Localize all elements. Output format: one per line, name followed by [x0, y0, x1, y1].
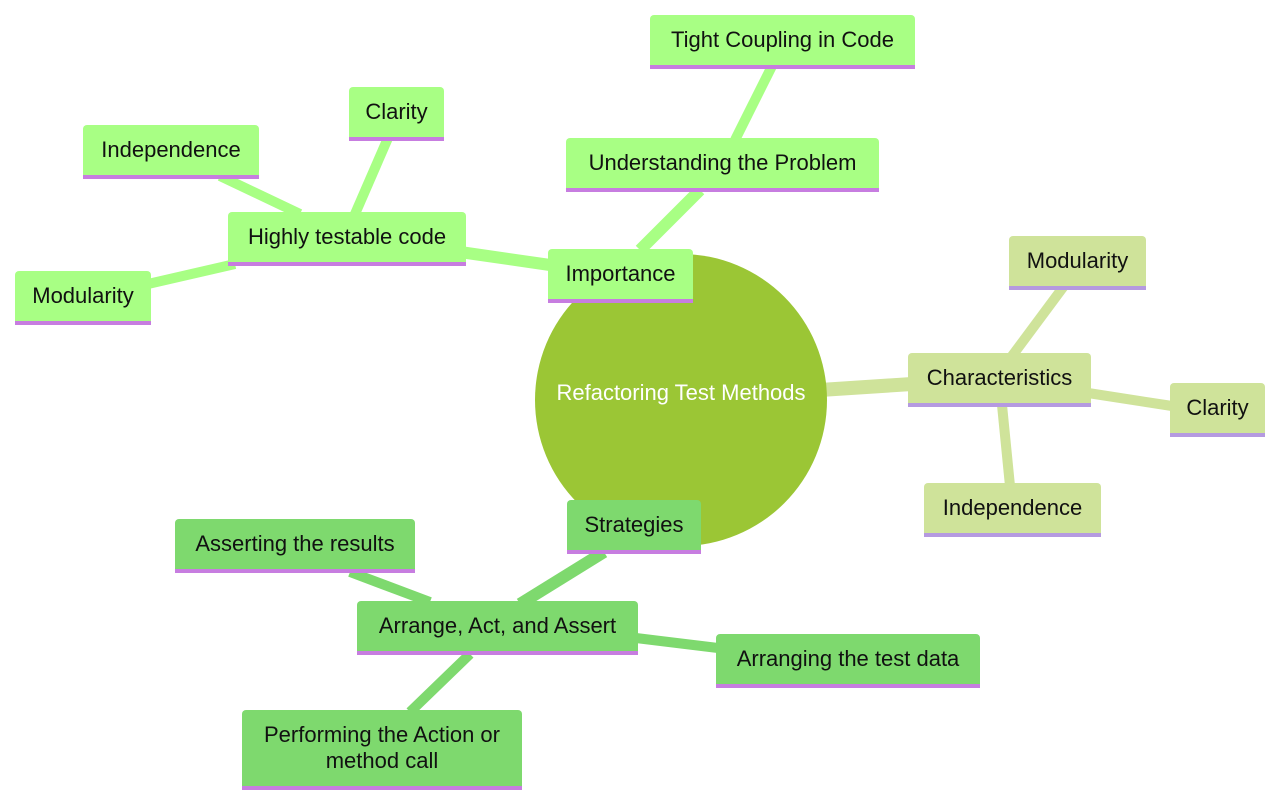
- edge-highly-testable-independence: [217, 171, 303, 219]
- edge-root-characteristics: [819, 377, 913, 397]
- edge-importance-highly-testable: [459, 246, 551, 271]
- edge-highly-testable-modularity: [146, 259, 237, 289]
- node-strategies[interactable]: Strategies: [567, 500, 701, 554]
- node-importance[interactable]: Importance: [548, 249, 693, 303]
- edge-characteristics-independence: [997, 404, 1015, 487]
- node-arranging-the-test-data[interactable]: Arranging the test data: [716, 634, 980, 688]
- edge-importance-understanding: [635, 185, 705, 255]
- edge-characteristics-modularity: [1007, 283, 1069, 359]
- edge-highly-testable-clarity: [350, 136, 393, 216]
- node-importance-modularity[interactable]: Modularity: [15, 271, 151, 325]
- root-circle: [535, 254, 827, 546]
- edge-aaa-performing: [406, 650, 474, 716]
- node-arrange-act-assert[interactable]: Arrange, Act, and Assert: [357, 601, 638, 655]
- node-characteristics-clarity[interactable]: Clarity: [1170, 383, 1265, 437]
- edge-aaa-asserting: [348, 567, 432, 607]
- node-characteristics-independence[interactable]: Independence: [924, 483, 1101, 537]
- node-importance-clarity[interactable]: Clarity: [349, 87, 444, 141]
- node-characteristics[interactable]: Characteristics: [908, 353, 1091, 407]
- node-highly-testable-code[interactable]: Highly testable code: [228, 212, 466, 266]
- node-performing-the-action[interactable]: Performing the Action or method call: [242, 710, 522, 790]
- node-tight-coupling[interactable]: Tight Coupling in Code: [650, 15, 915, 69]
- edge-characteristics-clarity: [1087, 388, 1173, 411]
- node-characteristics-modularity[interactable]: Modularity: [1009, 236, 1146, 290]
- root-label: Refactoring Test Methods: [556, 380, 806, 405]
- node-importance-independence[interactable]: Independence: [83, 125, 259, 179]
- edge-strategies-aaa: [516, 546, 608, 610]
- node-understanding-the-problem[interactable]: Understanding the Problem: [566, 138, 879, 192]
- node-asserting-the-results[interactable]: Asserting the results: [175, 519, 415, 573]
- edge-aaa-arranging: [635, 633, 719, 653]
- edge-understanding-tight-coupling: [730, 63, 777, 143]
